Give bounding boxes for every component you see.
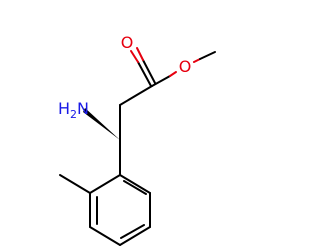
amine-label: H2N (58, 99, 89, 121)
ring-bond-6 (89, 174, 121, 194)
bond-ester-o-red-a (169, 71, 177, 77)
ring-inner-double-1 (123, 180, 147, 195)
ring-bond-1 (119, 174, 151, 194)
carbonyl-oxygen-label: O (121, 33, 134, 52)
structure-canvas: O O H2N (58, 33, 216, 246)
bond-ester-o-red-b (193, 58, 201, 63)
ring-inner-double-2 (120, 224, 145, 239)
bond-carbonyl-o-double-a (137, 61, 152, 87)
wedge-bond-amine (83, 108, 120, 140)
bond-carbonyl-ester-o (151, 75, 171, 87)
bond-carbonyl-o-double-b-red (136, 47, 144, 61)
amine-subscript-label: 2 (70, 108, 77, 121)
bond-carbonyl-o-double-b (142, 59, 156, 84)
amine-n-label: N (77, 99, 89, 118)
bond-ch2-carbonyl (119, 85, 153, 106)
molecule-drawing: O O H2N (58, 33, 216, 246)
amine-h-label: H (58, 99, 70, 118)
bond-ester-o-methyl (199, 51, 216, 60)
ring-bond-3 (119, 226, 151, 246)
ester-oxygen-label: O (179, 57, 192, 76)
bond-carbonyl-o-double-a-red (130, 50, 139, 63)
ring-bond-4 (89, 226, 121, 246)
bond-ring-methyl (59, 174, 91, 194)
